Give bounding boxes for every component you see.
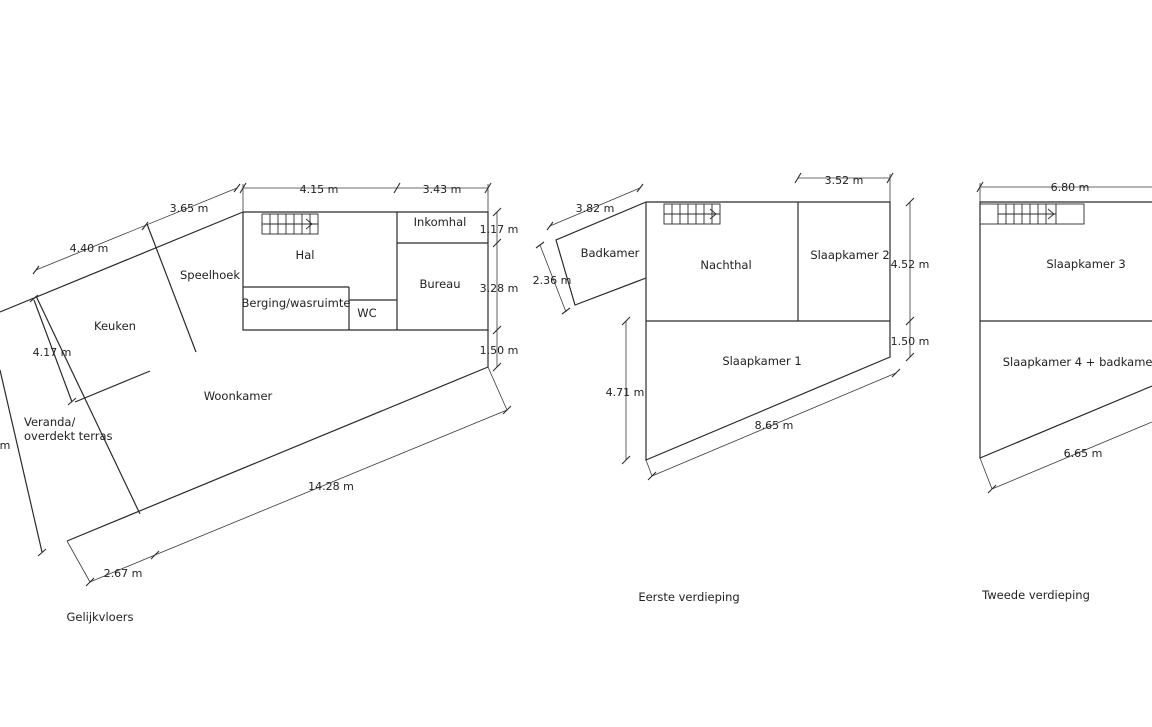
room-label-slaapkamer3: Slaapkamer 3 (1046, 257, 1125, 271)
dim-line-bottom (991, 421, 1152, 490)
wall-veranda-outer (0, 369, 43, 553)
ground-floor-plan (0, 182, 512, 587)
wall-veranda (35, 295, 141, 515)
room-label-inkomhal: Inkomhal (414, 215, 467, 229)
dim-label-bottom-long: 14.28 m (308, 480, 354, 493)
dim-label-left-veranda: m (0, 439, 10, 452)
dim-label-top-sk2: 3.52 m (825, 174, 864, 187)
dim-label-right-inkom: 1.17 m (480, 223, 519, 236)
dim-line-bad-side (539, 244, 567, 313)
stairs-icon (663, 203, 721, 225)
second-outline (979, 201, 1152, 459)
first-floor-plan (535, 172, 915, 481)
room-label-badkamer: Badkamer (581, 246, 640, 260)
floor-label-second: Tweede verdieping (981, 588, 1090, 602)
badkamer-outline (555, 201, 647, 306)
room-label-keuken: Keuken (94, 319, 136, 333)
room-label-slaapkamer2: Slaapkamer 2 (810, 248, 889, 262)
dim-line-bottom (651, 372, 897, 477)
dim-label-top: 6.80 m (1051, 181, 1090, 194)
room-label-hal: Hal (296, 248, 315, 262)
dim-label-bottom-short: 2.67 m (104, 567, 143, 580)
room-label-nachthal: Nachthal (700, 258, 751, 272)
second-floor-plan (976, 181, 1152, 494)
dim-label-right-sk2: 4.52 m (891, 258, 930, 271)
dim-line-bad-top (549, 187, 641, 227)
room-label-wc: WC (357, 306, 376, 320)
wall-diagonal-top (0, 211, 244, 313)
dim-label-diag-speelhoek: 3.65 m (170, 202, 209, 215)
wall-diagonal-bottom (66, 366, 489, 542)
dim-label-bad-side: 2.36 m (533, 274, 572, 287)
floor-label-first: Eerste verdieping (638, 590, 739, 604)
dim-label-bad-top: 3.82 m (576, 202, 615, 215)
wall-speelhoek (146, 223, 197, 353)
stairs-icon (261, 213, 319, 235)
dim-label-bottom: 8.65 m (755, 419, 794, 432)
room-label-speelhoek: Speelhoek (180, 268, 240, 282)
first-outline (645, 201, 891, 461)
dim-label-top-hal: 4.15 m (300, 183, 339, 196)
dim-line-bottom-short (89, 554, 156, 583)
dim-label-left-sk1: 4.71 m (606, 386, 645, 399)
dim-label-diag-keuken: 4.40 m (70, 242, 109, 255)
room-label-veranda-line1: Veranda/ (24, 415, 75, 429)
room-label-slaapkamer4: Slaapkamer 4 + badkamer (1003, 355, 1152, 369)
room-label-veranda-line2: overdekt terras (24, 429, 113, 443)
dim-label-left-keuken: 4.17 m (33, 346, 72, 359)
dim-label-right-lower: 1.50 m (480, 344, 519, 357)
stairs-icon (979, 203, 1085, 225)
wall-keuken (74, 370, 151, 403)
dim-label-bottom: 6.65 m (1064, 447, 1103, 460)
dim-label-right-bureau: 3.28 m (480, 282, 519, 295)
wall-keuken-left (33, 299, 73, 403)
dim-line-bottom-long (154, 409, 508, 556)
dim-label-right-lower: 1.50 m (891, 335, 930, 348)
dim-label-top-inkom: 3.43 m (423, 183, 462, 196)
room-label-berging: Berging/wasruimte (242, 296, 351, 310)
room-label-bureau: Bureau (419, 277, 460, 291)
room-label-woonkamer: Woonkamer (204, 389, 273, 403)
room-label-slaapkamer1: Slaapkamer 1 (722, 354, 801, 368)
dim-line-diag-top (35, 187, 238, 271)
floor-label-ground: Gelijkvloers (66, 610, 133, 624)
